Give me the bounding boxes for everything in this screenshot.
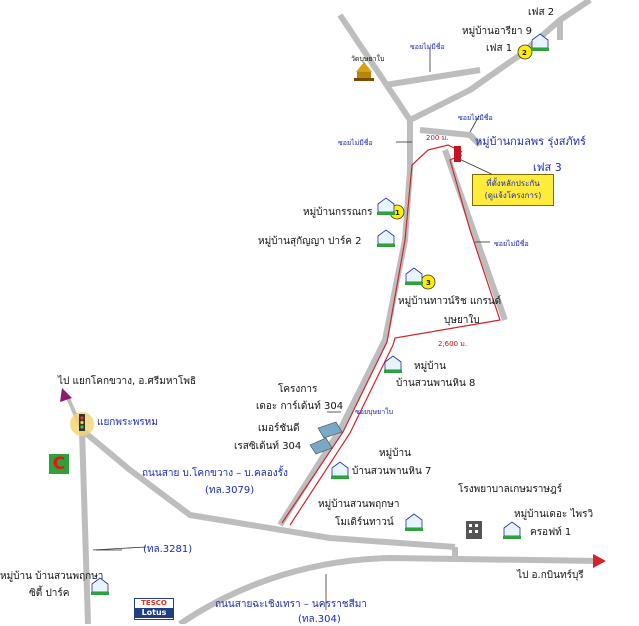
house-icons <box>91 33 549 595</box>
house-icon-suanphan7 <box>331 461 349 479</box>
road-side <box>419 127 483 148</box>
arrow-head-kabinburi <box>593 554 606 568</box>
label-merchandise-1: เมอร์ชันดี <box>258 423 300 434</box>
road-3281 <box>79 429 91 624</box>
house-icon-sukanya <box>377 229 395 247</box>
label-dist-2600: 2,600 ม. <box>438 340 468 348</box>
house-icon-modern <box>405 513 423 531</box>
label-project-phase: เฟส 3 <box>533 161 562 174</box>
sales-office-box: ที่ตั้งหลักประกัน (ดูแจ้งโครงการ) <box>472 174 554 206</box>
label-road-main-code: (ทล.304) <box>298 614 341 625</box>
hospital-icon <box>466 521 482 539</box>
sales-office-line1: ที่ตั้งหลักประกัน <box>486 179 540 188</box>
road-top-right <box>408 0 592 123</box>
label-suanphrukka-modern-1: หมู่บ้านสวนพฤกษา <box>318 499 400 510</box>
label-townrich-2: บุษยาใบ <box>444 315 480 326</box>
label-hospital: โรงพยาบาลเกษมราษฎร์ <box>458 484 563 495</box>
label-kannakorn: หมู่บ้านกรรณกร <box>303 207 373 218</box>
label-road-3281: (ทล.3281) <box>143 544 193 555</box>
label-project-garden-1: โครงการ <box>278 384 318 395</box>
label-soi-right: ซอยไม่มีชื่อ <box>494 240 529 248</box>
label-sukanya: หมู่บ้านสุกัญญา ปาร์ค 2 <box>258 236 362 247</box>
label-phase2: เฟส 2 <box>528 7 555 18</box>
label-temple: วัดบุษยาใบ <box>351 55 385 63</box>
label-project-garden-2: เดอะ การ์เด้นท์ 304 <box>256 401 344 412</box>
route-outline-1 <box>281 144 463 524</box>
label-suanphrukka-city-2: ซิตี้ ปาร์ค <box>29 588 70 599</box>
label-phase1: เฟส 1 <box>486 43 513 54</box>
label-townrich-1: หมู่บ้านทาวน์ริช แกรนด์ <box>398 296 502 307</box>
number-markers <box>389 44 533 290</box>
marker-1-number: 1 <box>395 209 400 217</box>
house-icon-ariya <box>531 33 549 51</box>
label-go-kokkwang: ไป แยกโคกขวาง, อ.ศรีมหาโพธิ <box>58 376 197 387</box>
marker-3-number: 3 <box>426 279 431 287</box>
house-icon-praiwi <box>503 521 521 539</box>
label-go-kabinburi: ไป อ.กบินทร์บุรี <box>517 570 584 581</box>
marker-2 <box>517 44 533 60</box>
route-outline-2 <box>289 154 501 526</box>
arrows <box>60 47 606 610</box>
label-dist-200: 200 ม. <box>426 134 449 142</box>
sales-office-line2: (ดูแจ้งโครงการ) <box>484 191 542 200</box>
label-ariya: หมู่บ้านอารียา 9 <box>462 26 532 37</box>
label-suanphrukka-modern-2: โมเดิร์นทาวน์ <box>335 517 394 528</box>
label-thepraiwi-2: ครอฟท์ 1 <box>530 527 572 538</box>
building-icons <box>309 421 343 455</box>
label-merchandise-2: เรสซิเด้นท์ 304 <box>234 441 302 452</box>
label-soi-upper-right: ซอยไม่มีชื่อ <box>458 114 493 122</box>
label-project-name: หมู่บ้านกมลพร รุ่งสภัทร์ <box>475 135 586 148</box>
house-icon-kannakorn <box>377 197 395 215</box>
label-suanphan8-2: บ้านสวนพานหิน 8 <box>396 378 476 389</box>
label-suanphan7-1: หมู่บ้าน <box>379 448 411 459</box>
temple-icon <box>354 62 374 81</box>
label-phraprom: แยกพระพรหม <box>97 417 158 428</box>
label-soi-top: ซอยไม่มีชื่อ <box>410 43 445 51</box>
road-3079 <box>80 427 456 550</box>
marker-2-number: 2 <box>522 49 527 57</box>
tesco-text: TESCO <box>141 599 167 607</box>
house-icon-townrich <box>405 267 423 285</box>
route <box>281 144 501 526</box>
main-road-304 <box>178 555 601 624</box>
label-soi-left: ซอยไม่มีชื่อ <box>338 139 373 147</box>
label-road-kokkwang-code: (ทล.3079) <box>205 485 255 496</box>
project-site-marker <box>454 146 461 162</box>
label-suanphrukka-city-1: หมู่บ้าน บ้านสวนพฤกษา <box>0 571 104 582</box>
lotus-text: Lotus <box>135 608 173 618</box>
roads <box>79 0 601 624</box>
label-thepraiwi-1: หมู่บ้านเดอะ ไพรวิ <box>514 509 594 520</box>
cp-logo: C <box>49 454 69 474</box>
label-road-main: ถนนสายฉะเชิงเทรา – นครราชสีมา <box>215 599 367 610</box>
arrow-head-kokkwang <box>60 388 72 402</box>
road-top-mid <box>384 67 481 88</box>
road-top-left <box>337 13 413 122</box>
label-road-kokkwang: ถนนสาย บ.โคกขวาง – บ.คลองรั้ง <box>142 468 288 479</box>
label-suanphan8-1: หมู่บ้าน <box>414 361 446 372</box>
label-suanphan7-2: บ้านสวนพานหิน 7 <box>352 466 432 477</box>
house-icon-suanphan8 <box>384 355 402 373</box>
house-icon-citypark <box>91 577 109 595</box>
label-soi-busaya: ซอยบุษยาใบ <box>355 408 394 416</box>
tesco-lotus-logo: TESCO Lotus <box>134 598 174 620</box>
